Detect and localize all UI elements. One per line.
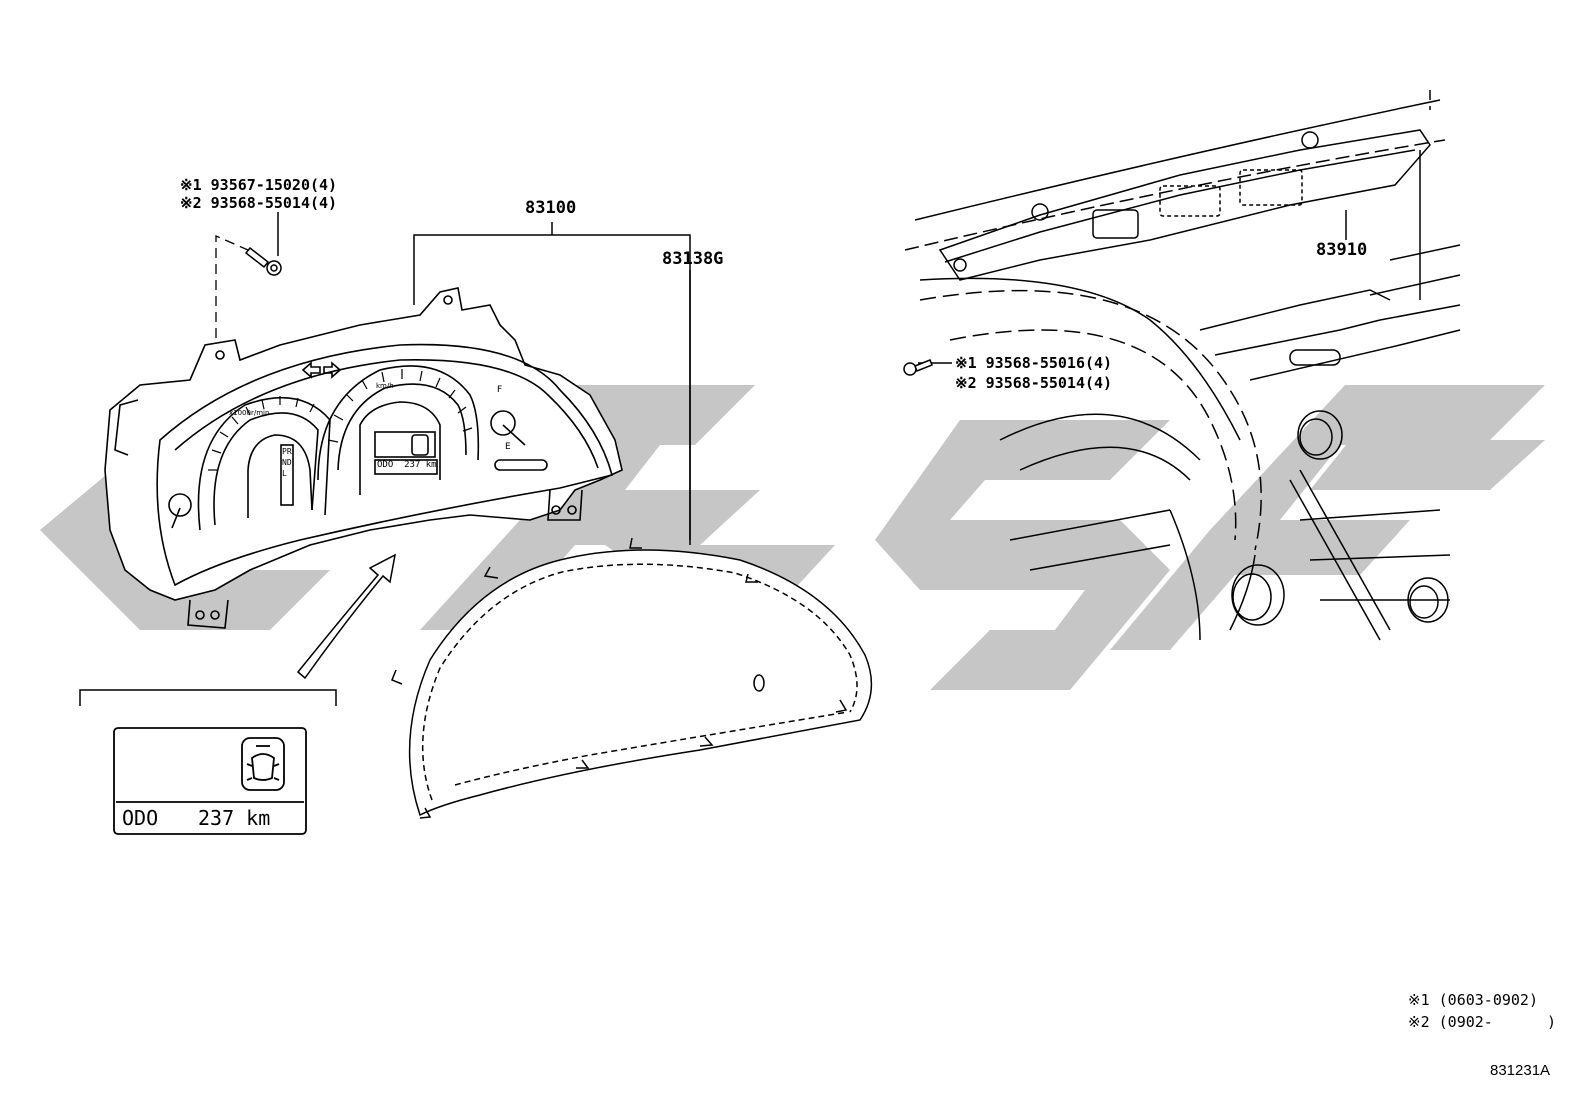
gear-indicator-letters: PRNDL (282, 447, 292, 478)
screw-left-line2: ※2 93568-55014(4) (180, 194, 338, 212)
drawing-code: 831231A (1490, 1062, 1551, 1079)
detail-odo-value: 237 km (198, 806, 271, 830)
speed-unit-label: km/h (376, 382, 394, 390)
detail-display-box (113, 727, 307, 835)
part-number-83138g: 83138G (662, 249, 724, 269)
footnote-2: ※2 (0902- ) (1408, 1013, 1557, 1031)
screw-right-line2: ※2 93568-55014(4) (955, 374, 1113, 392)
screw-right (903, 359, 933, 376)
dashed-guide (215, 235, 249, 338)
install-arrow (296, 553, 397, 680)
screw-left-line1: ※1 93567-15020(4) (180, 176, 338, 194)
part-number-83910: 83910 (1316, 240, 1368, 260)
screw-right-line1: ※1 93568-55016(4) (955, 354, 1113, 372)
screw-left (244, 246, 282, 276)
dashboard (904, 90, 1461, 641)
instrument-cluster (104, 287, 623, 629)
fuel-full-label: F (497, 385, 503, 395)
fuel-empty-label: E (505, 442, 511, 452)
cover-glass (391, 537, 873, 819)
part-number-83100: 83100 (525, 198, 577, 218)
footnote-1: ※1 (0603-0902) (1408, 991, 1538, 1009)
speedo-ticks (327, 369, 473, 443)
tacho-unit-label: x1000r/min (229, 409, 270, 417)
cluster-odo-small: ODO 237 km (377, 460, 437, 470)
tacho-ticks (208, 396, 315, 471)
detail-odo-label: ODO (122, 806, 159, 830)
